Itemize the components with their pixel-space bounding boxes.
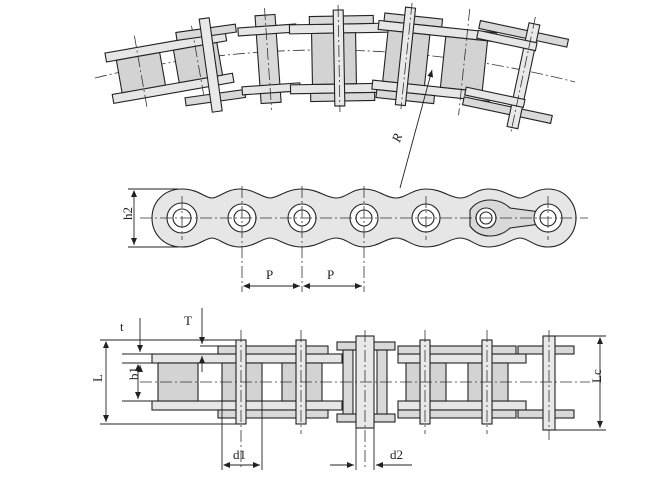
- pitch-label-1: P: [266, 267, 273, 282]
- b1-label: b1: [126, 367, 141, 380]
- d2-label: d2: [390, 447, 403, 462]
- outer-plate-bottom: [217, 409, 329, 419]
- pitch-label-2: P: [327, 267, 334, 282]
- curved-chain-view: R: [94, 2, 576, 189]
- side-chain-view: h2 P P: [120, 186, 588, 292]
- radius-label: R: [388, 131, 405, 145]
- radius-leader: [399, 69, 434, 189]
- curved-link-4: [371, 2, 498, 116]
- plan-chain-view: L b1 t T Lc d1 d2: [90, 308, 606, 470]
- d1-label: d1: [233, 447, 246, 462]
- h2-label: h2: [120, 207, 135, 220]
- Lc-label: Lc: [589, 369, 604, 383]
- T-label: T: [184, 313, 192, 328]
- curved-link-3: [288, 5, 392, 113]
- t-label: t: [120, 319, 124, 334]
- curved-link-2: [237, 8, 301, 110]
- L-label: L: [90, 374, 105, 382]
- inner-plate-top: [151, 353, 343, 364]
- inner-plate-bottom: [151, 400, 343, 411]
- outer-plate-top: [217, 345, 329, 355]
- curved-link-5: [461, 16, 570, 135]
